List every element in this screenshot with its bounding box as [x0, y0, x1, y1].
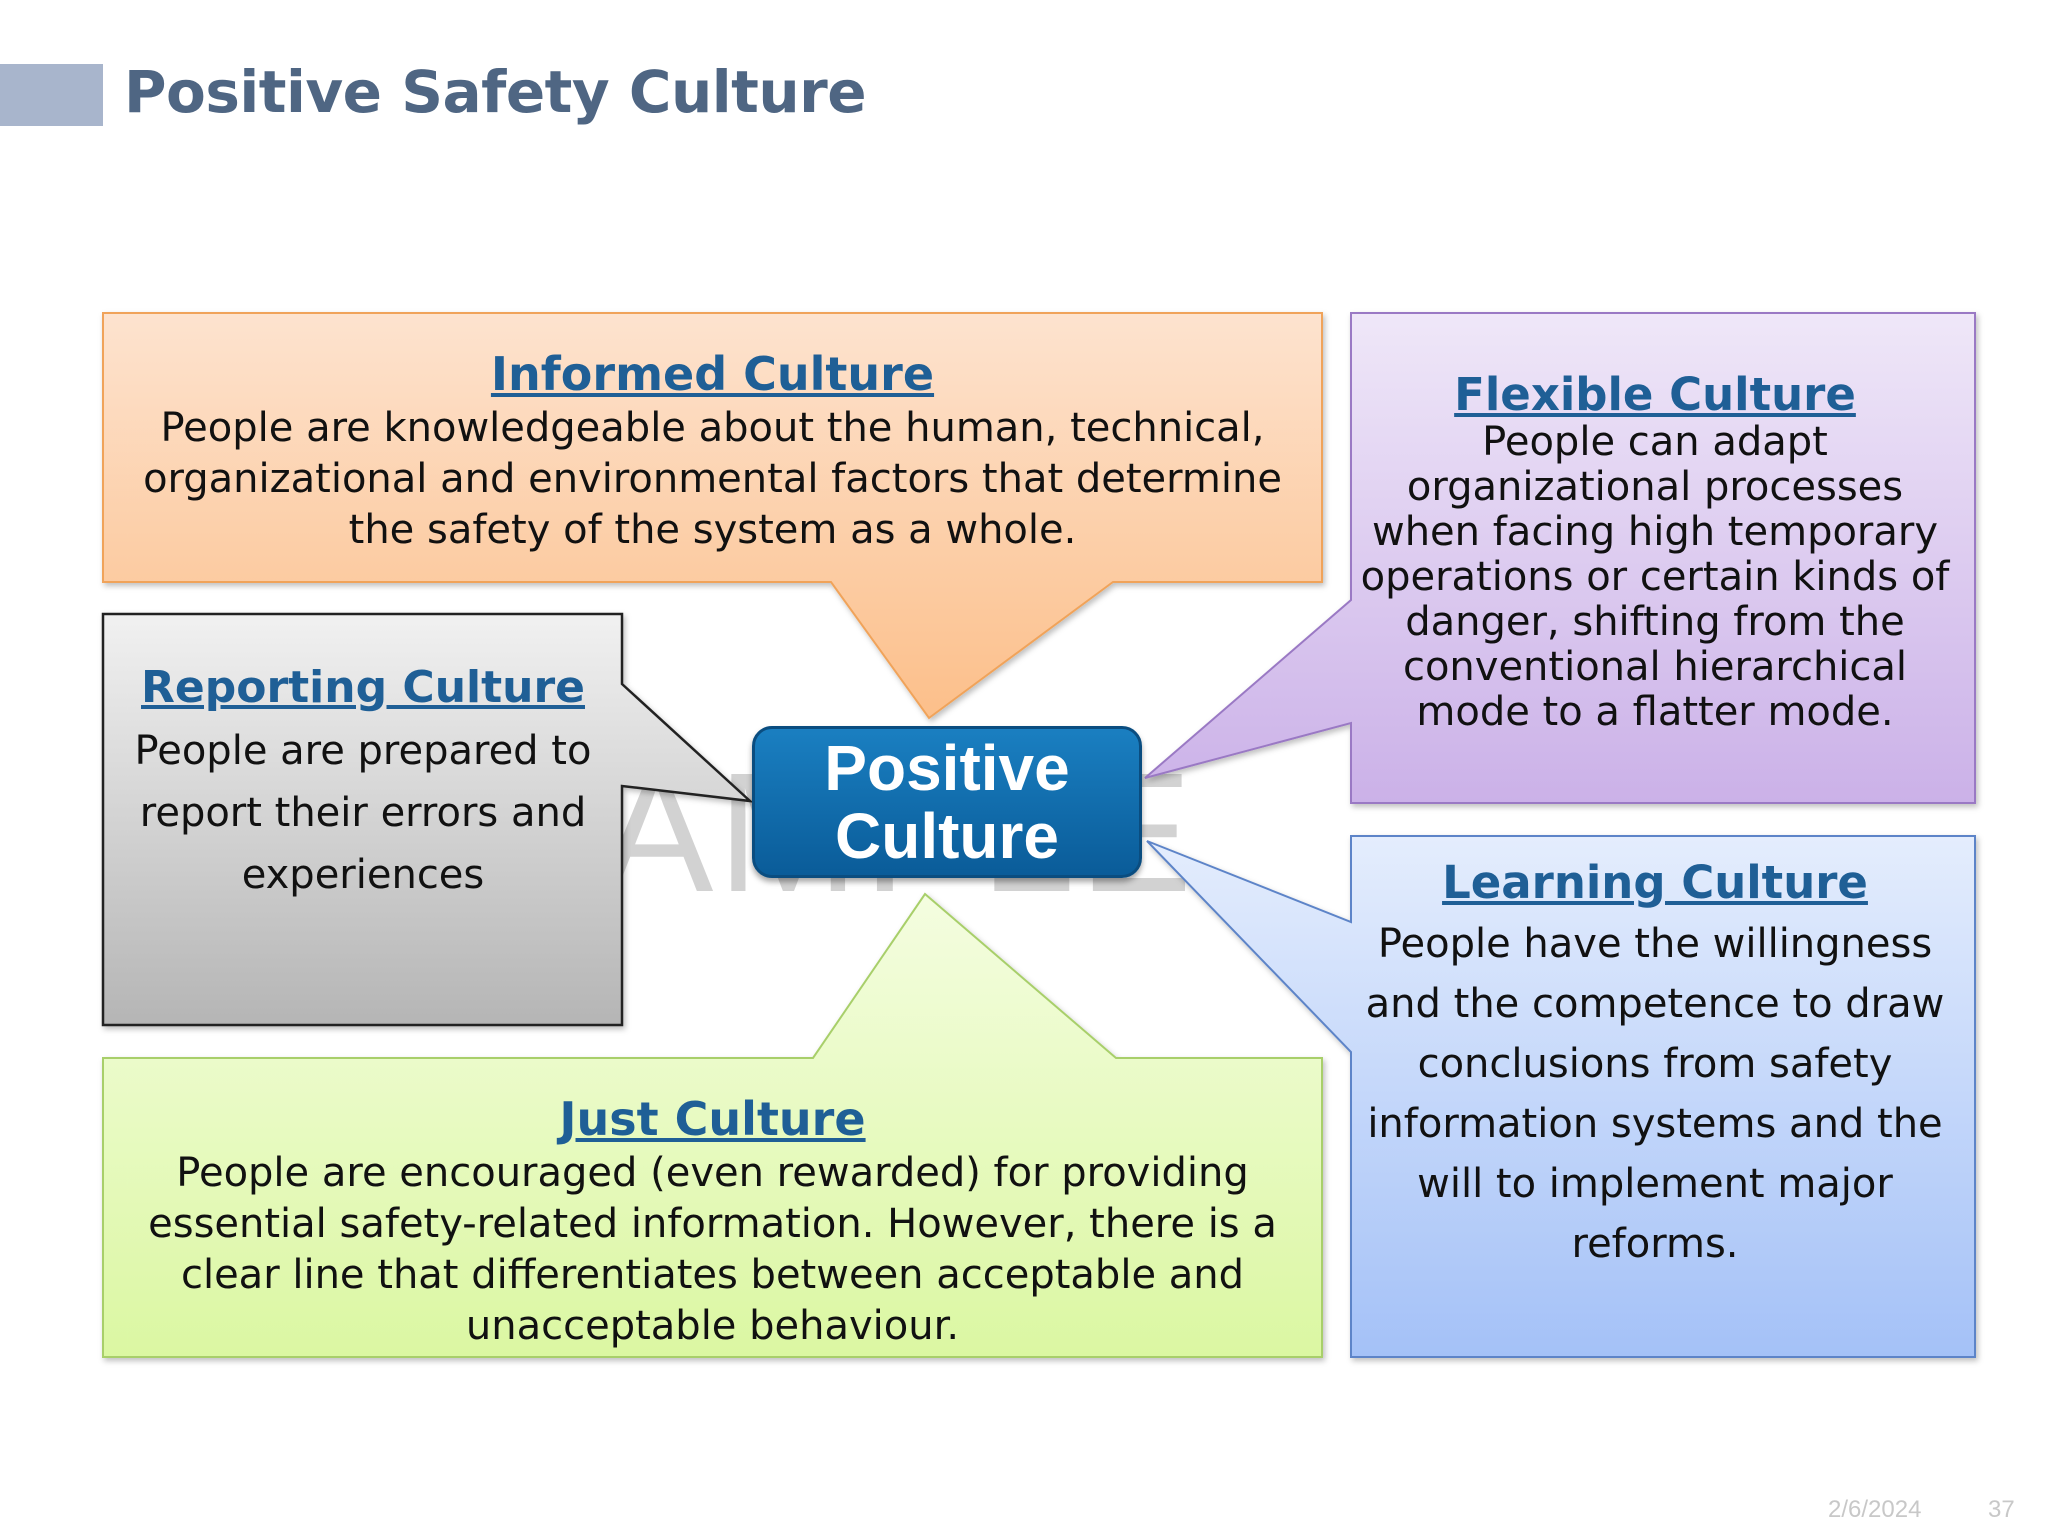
just-culture-text: People are encouraged (even rewarded) fo… — [148, 1150, 1277, 1349]
just-culture-title: Just Culture — [559, 1092, 866, 1146]
positive-culture-center-node: Positive Culture — [752, 726, 1142, 878]
just-culture-box: Just Culture People are encouraged (even… — [110, 1090, 1315, 1352]
informed-culture-text: People are knowledgeable about the human… — [143, 405, 1282, 553]
reporting-culture-title: Reporting Culture — [141, 662, 585, 713]
informed-culture-title: Informed Culture — [490, 347, 935, 401]
learning-culture-title: Learning Culture — [1442, 856, 1868, 909]
informed-culture-box: Informed Culture People are knowledgeabl… — [110, 345, 1315, 556]
flexible-callout-shape — [1144, 312, 1976, 804]
reporting-callout-shape — [101, 612, 754, 1027]
reporting-culture-text: People are prepared to report their erro… — [134, 728, 592, 898]
learning-callout-shape — [1146, 835, 1976, 1358]
slide-title: Positive Safety Culture — [124, 58, 867, 126]
just-callout-shape — [102, 892, 1323, 1358]
learning-culture-box: Learning Culture People have the willing… — [1360, 854, 1950, 1274]
center-node-line-2: Culture — [835, 800, 1059, 872]
footer-date: 2/6/2024 — [1828, 1496, 1922, 1523]
reporting-culture-box: Reporting Culture People are prepared to… — [108, 660, 618, 906]
title-accent-bar — [0, 64, 103, 126]
flexible-culture-text: People can adapt organizational processe… — [1360, 419, 1950, 735]
flexible-culture-box: Flexible Culture People can adapt organi… — [1360, 370, 1950, 735]
learning-culture-text: People have the willingness and the comp… — [1365, 921, 1945, 1267]
footer-page-number: 37 — [1988, 1496, 2015, 1523]
center-node-line-1: Positive — [824, 732, 1070, 804]
informed-callout-shape — [102, 312, 1323, 720]
flexible-culture-title: Flexible Culture — [1454, 368, 1856, 421]
